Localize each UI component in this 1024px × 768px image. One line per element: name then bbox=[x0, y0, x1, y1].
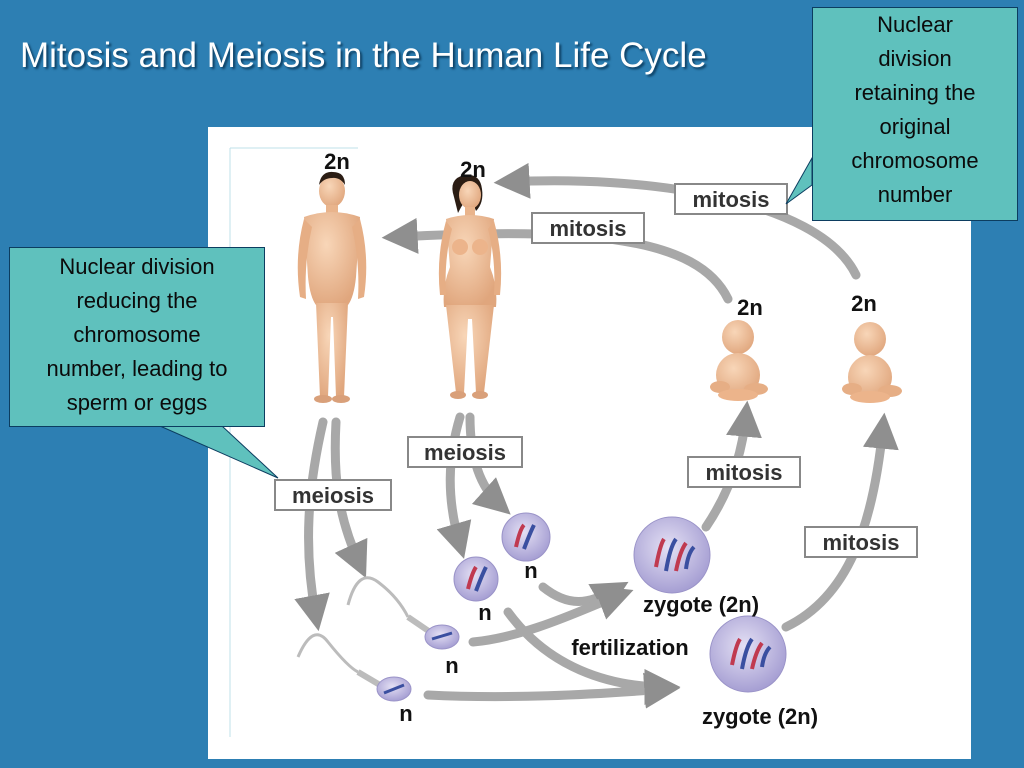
sperm-cell-upper bbox=[346, 576, 460, 650]
callout-mitosis-line: Nuclear bbox=[877, 12, 953, 37]
arrow-woman-egg-1 bbox=[436, 412, 472, 559]
callout-mitosis-note: Nuclear division retaining the original … bbox=[812, 7, 1018, 221]
ploidy-label-man: 2n bbox=[324, 149, 350, 174]
label-mitosis-mid: mitosis bbox=[549, 216, 626, 241]
man-figure bbox=[297, 171, 367, 403]
label-fertilization: fertilization bbox=[571, 635, 688, 660]
arrow-sperm-zygote-upper bbox=[468, 585, 634, 647]
label-mitosis-top: mitosis bbox=[692, 187, 769, 212]
arrow-woman-egg-2 bbox=[465, 412, 511, 515]
callout-mitosis-line: retaining the bbox=[854, 80, 976, 105]
ploidy-label-woman: 2n bbox=[460, 157, 486, 182]
baby-left-figure bbox=[710, 320, 768, 401]
label-mitosis-baby-left: mitosis bbox=[705, 460, 782, 485]
callout-meiosis-line: Nuclear division bbox=[59, 254, 215, 279]
ploidy-label-sperm-lower: n bbox=[399, 701, 412, 726]
callout-meiosis-line: sperm or eggs bbox=[66, 390, 208, 415]
callout-mitosis-line: chromosome bbox=[851, 148, 979, 173]
ploidy-label-egg-lower: n bbox=[478, 600, 491, 625]
label-meiosis-left: meiosis bbox=[292, 483, 374, 508]
zygote-cell-lower bbox=[709, 615, 787, 693]
callout-meiosis-line: reducing the bbox=[76, 288, 198, 313]
callout-meiosis-line: chromosome bbox=[73, 322, 201, 347]
ploidy-label-sperm-upper: n bbox=[445, 653, 458, 678]
label-meiosis-right: meiosis bbox=[424, 440, 506, 465]
arrow-man-sperm-1 bbox=[294, 417, 330, 632]
egg-cell-upper bbox=[501, 512, 551, 562]
callout-mitosis-line: division bbox=[878, 46, 952, 71]
life-cycle-figure: 2n 2n 2n 2n n n n n mitosis mitosis meio… bbox=[208, 127, 971, 759]
life-cycle-diagram: 2n 2n 2n 2n n n n n mitosis mitosis meio… bbox=[229, 147, 918, 737]
ploidy-label-egg-upper: n bbox=[524, 558, 537, 583]
callout-meiosis-note: Nuclear division reducing the chromosome… bbox=[9, 247, 265, 427]
woman-figure bbox=[438, 174, 502, 399]
process-label-boxes bbox=[274, 183, 918, 558]
callout-meiosis-line: number, leading to bbox=[46, 356, 228, 381]
arrow-sperm-zygote-lower bbox=[423, 672, 681, 709]
zygote-cell-upper bbox=[633, 516, 711, 594]
label-zygote-lower: zygote (2n) bbox=[702, 704, 818, 729]
ploidy-label-baby-left: 2n bbox=[737, 295, 763, 320]
egg-cell-lower bbox=[453, 556, 499, 602]
label-mitosis-baby-right: mitosis bbox=[822, 530, 899, 555]
arrows bbox=[294, 162, 899, 709]
callout-mitosis-line: number bbox=[877, 182, 953, 207]
slide-title: Mitosis and Meiosis in the Human Life Cy… bbox=[20, 36, 707, 75]
label-zygote-upper: zygote (2n) bbox=[643, 592, 759, 617]
baby-right-figure bbox=[842, 322, 902, 403]
callout-mitosis-line: original bbox=[879, 114, 951, 139]
sperm-cell-lower bbox=[296, 633, 412, 702]
ploidy-label-baby-right: 2n bbox=[851, 291, 877, 316]
